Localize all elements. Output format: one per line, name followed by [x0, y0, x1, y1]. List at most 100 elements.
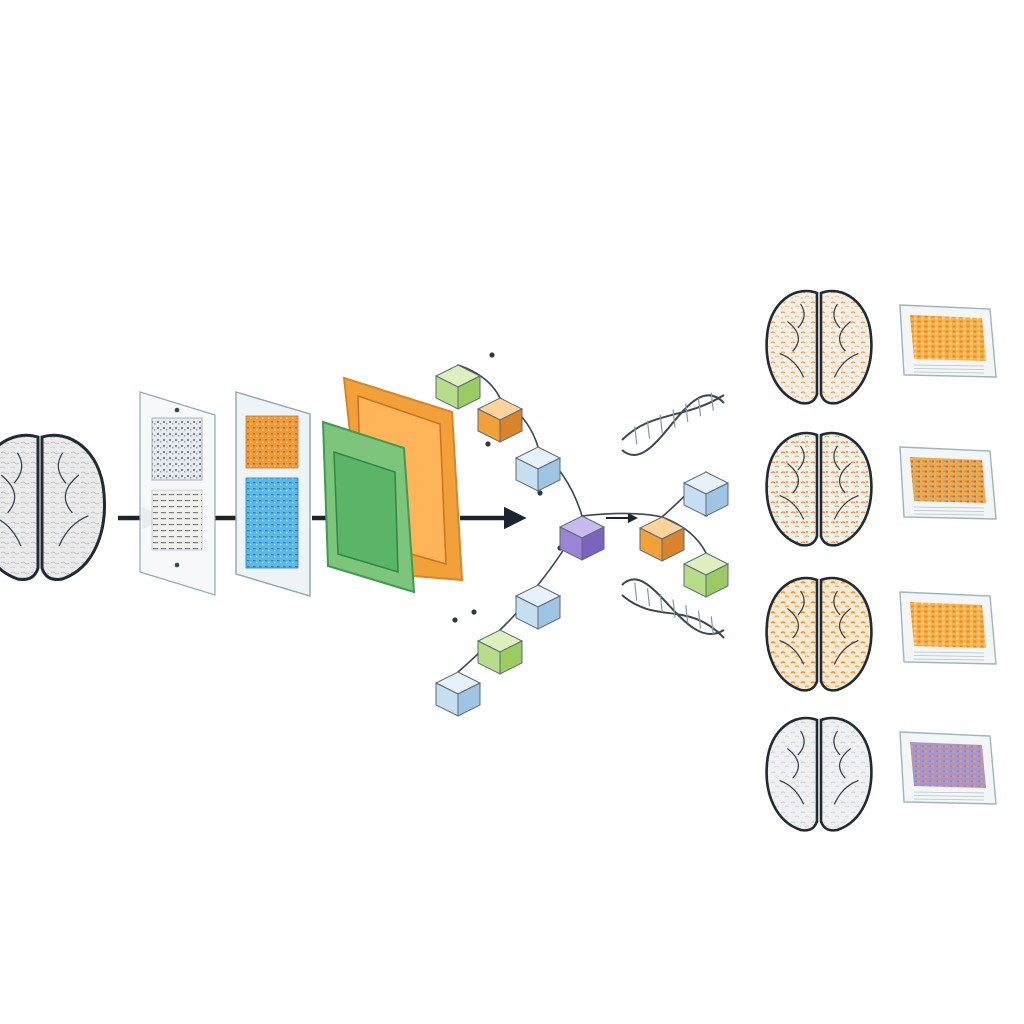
panel-pin — [174, 562, 180, 568]
brain-left-hemisphere — [765, 576, 819, 692]
output-brain-icon — [765, 431, 873, 547]
cube-node-icon — [682, 552, 730, 598]
heatmap-caption-line — [913, 364, 985, 367]
brain-fold — [64, 474, 79, 513]
dna-rung — [697, 610, 702, 629]
output-brain-icon — [765, 289, 873, 405]
brain-fold — [839, 748, 851, 779]
heatmap-card-icon — [899, 591, 997, 665]
dna-strand-b — [621, 394, 725, 456]
heatmap-grid — [910, 602, 986, 648]
brain-fold — [797, 303, 805, 329]
cube-node-icon — [434, 671, 482, 717]
green-layer-inner — [333, 450, 399, 574]
cube-node-icon — [682, 471, 730, 517]
brain-fold — [833, 730, 841, 756]
feature-map-icon — [235, 391, 311, 597]
brain-fold — [13, 452, 23, 484]
graph-edge — [457, 364, 501, 399]
heatmap-caption-line — [913, 513, 985, 516]
brain-fold — [779, 495, 804, 520]
brain-fold — [839, 321, 851, 352]
cube-right-face — [705, 482, 729, 517]
cube-node-icon — [434, 364, 482, 410]
scan-text-block — [151, 489, 203, 551]
heatmap-caption-line — [913, 795, 985, 797]
brain-right-hemisphere — [40, 433, 106, 581]
graph-dot — [489, 352, 495, 358]
dna-helix-icon — [621, 392, 725, 456]
cube-node-icon — [476, 397, 524, 443]
brain-fold — [833, 445, 841, 471]
brain-fold — [58, 515, 89, 547]
dna-rung — [646, 420, 651, 439]
heatmap-caption-line — [913, 791, 985, 794]
brain-right-hemisphere — [819, 716, 873, 832]
brain-right-hemisphere — [819, 431, 873, 547]
brain-fold — [0, 519, 22, 547]
brain-fold — [797, 730, 805, 756]
heatmap-caption-line — [913, 658, 985, 661]
graph-dot — [471, 609, 477, 615]
brain-fold — [839, 608, 851, 639]
dna-rung — [634, 426, 638, 445]
brain-fold — [834, 495, 859, 520]
brain-left-hemisphere — [765, 716, 819, 832]
heatmap-card-icon — [899, 304, 997, 378]
panel-pin — [174, 407, 180, 413]
brain-right-hemisphere — [819, 289, 873, 405]
brain-fold — [779, 640, 804, 665]
output-row — [765, 431, 997, 547]
brain-fold — [787, 748, 799, 779]
dna-rung — [672, 599, 676, 618]
dna-rung — [710, 392, 714, 411]
input-brain-icon — [0, 433, 106, 581]
dna-rung — [685, 403, 689, 422]
cube-node-icon — [638, 516, 686, 562]
dna-strand-a — [621, 394, 725, 441]
brain-fold — [839, 463, 851, 494]
heatmap-grid — [910, 315, 986, 361]
heatmap-grid — [910, 742, 986, 788]
output-brain-icon — [765, 716, 873, 832]
brain-left-hemisphere — [765, 431, 819, 547]
brain-right-hemisphere — [819, 576, 873, 692]
dna-helix-icon — [621, 578, 725, 639]
cube-node-icon — [514, 446, 562, 492]
brain-fold — [779, 353, 804, 378]
convolution-layer-icon — [321, 376, 464, 594]
scan-image — [151, 417, 203, 481]
dna-rung — [672, 409, 676, 428]
dna-rung — [710, 616, 714, 635]
brain-fold — [797, 445, 805, 471]
dna-rung — [659, 415, 663, 434]
brain-fold — [833, 303, 841, 329]
output-brain-icon — [765, 576, 873, 692]
document-panel-icon — [139, 391, 216, 596]
graph-edge — [581, 512, 663, 518]
dna-rung — [634, 582, 638, 601]
dna-rung — [659, 593, 663, 612]
output-row — [765, 576, 997, 692]
cube-right-face — [705, 563, 729, 598]
brain-fold — [787, 321, 799, 352]
graph-dot — [485, 441, 491, 447]
heatmap-caption-line — [913, 651, 985, 654]
cube-right-face — [499, 640, 523, 675]
brain-fold — [834, 780, 859, 805]
heatmap-caption-line — [913, 506, 985, 509]
heatmap-caption-line — [913, 510, 985, 512]
graph-dot — [452, 617, 458, 623]
cube-right-face — [661, 527, 685, 562]
brain-fold — [833, 590, 841, 616]
heatmap-card-icon — [899, 731, 997, 805]
cube-node-icon — [476, 629, 524, 675]
brain-fold — [834, 640, 859, 665]
orange-feature-map — [245, 415, 299, 469]
brain-left-hemisphere — [0, 433, 40, 581]
dna-rung — [685, 605, 689, 624]
heatmap-card-icon — [899, 446, 997, 520]
brain-fold — [1, 474, 16, 513]
cube-node-icon — [514, 584, 562, 630]
